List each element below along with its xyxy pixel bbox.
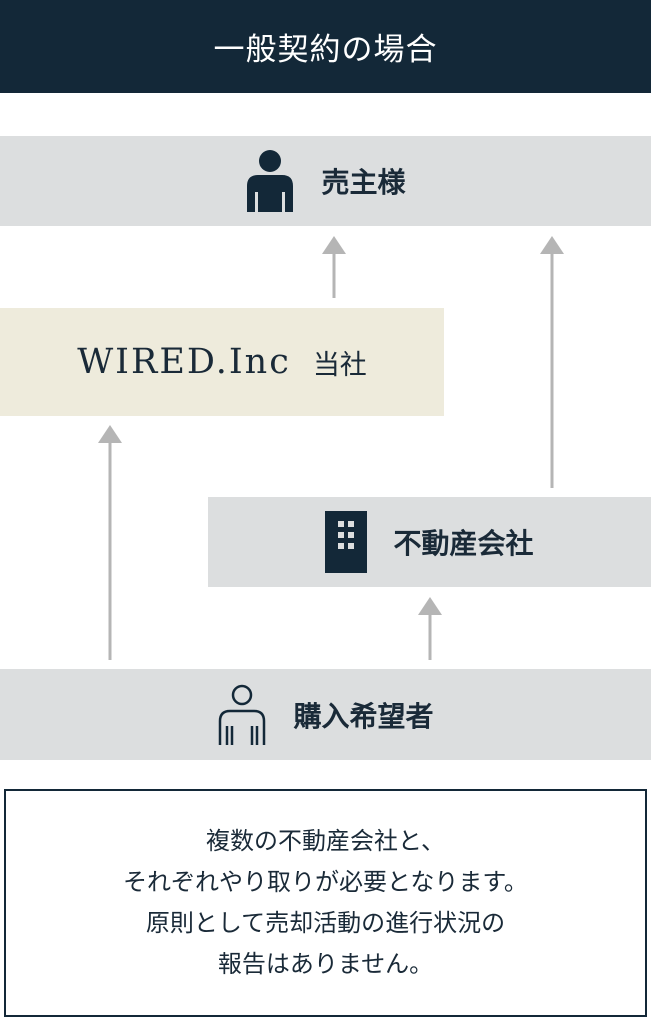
arrow-buyer-to-agency <box>418 597 442 660</box>
note-box: 複数の不動産会社と、 それぞれやり取りが必要となります。 原則として売却活動の進… <box>4 789 647 1017</box>
wired-box: WIRED.Inc 当社 <box>0 308 444 416</box>
note-line: 複数の不動産会社と、 <box>205 827 446 855</box>
building-icon <box>325 511 368 573</box>
person-solid-icon <box>245 150 295 212</box>
agency-label: 不動産会社 <box>393 527 534 560</box>
wired-suffix: 当社 <box>312 349 367 381</box>
agency-box: 不動産会社 <box>208 497 651 587</box>
note-line: 報告はありません。 <box>217 950 434 978</box>
person-outline-icon <box>217 684 267 746</box>
arrow-agency-to-seller <box>540 236 564 488</box>
buyer-box: 購入希望者 <box>0 669 651 760</box>
wired-logo: WIRED.Inc <box>77 342 291 382</box>
seller-label: 売主様 <box>321 166 406 199</box>
buyer-label: 購入希望者 <box>293 699 434 733</box>
header-title: 一般契約の場合 <box>213 32 438 68</box>
arrow-wired-to-seller <box>322 236 346 298</box>
arrow-buyer-to-wired <box>98 425 122 660</box>
note-line: 原則として売却活動の進行状況の <box>145 909 506 937</box>
page-header: 一般契約の場合 <box>0 0 651 93</box>
seller-box: 売主様 <box>0 136 651 226</box>
note-line: それぞれやり取りが必要となります。 <box>123 868 528 896</box>
